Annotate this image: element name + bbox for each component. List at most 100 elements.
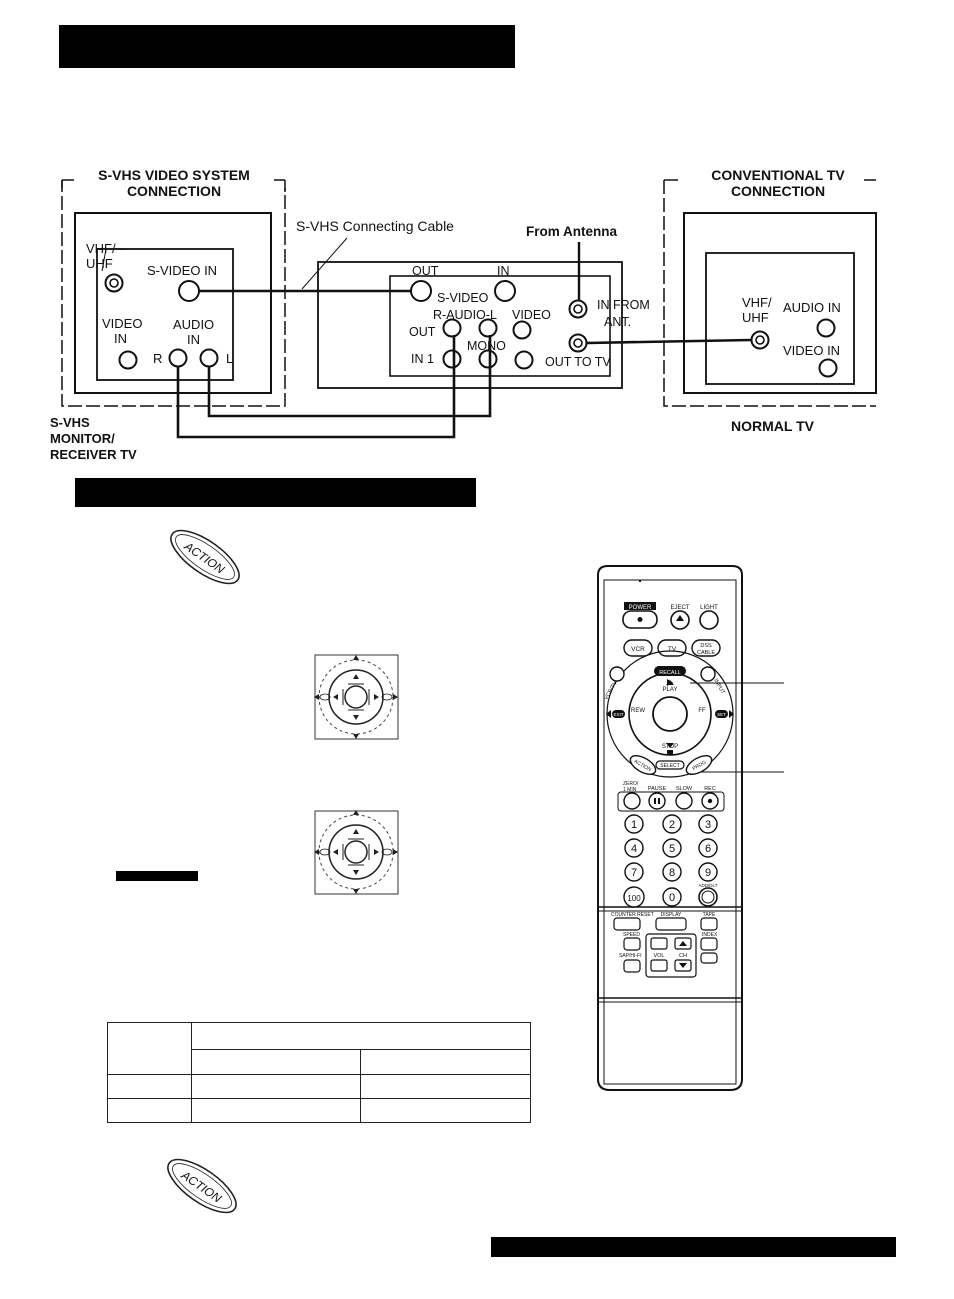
normal-tv-vhf-jack: [750, 330, 770, 350]
normal-tv-caption: NORMAL TV: [731, 418, 815, 434]
svhs-video-in-label-1: VIDEO: [102, 316, 142, 331]
remote-tv-label: TV: [668, 646, 677, 653]
remote-index-button: [700, 937, 718, 951]
remote-ch-label: CH: [679, 953, 687, 959]
remote-exit-label: EXIT: [613, 712, 623, 717]
vcr-audio-l-out-jack: [478, 318, 498, 338]
remote-number-label: 3: [705, 819, 711, 831]
remote-number-label: 0: [669, 892, 675, 904]
remote-vcrtv-button: [609, 666, 625, 682]
cables: [176, 289, 752, 439]
remote-number-label: 4: [631, 843, 637, 855]
remote-sap-button: [623, 959, 641, 973]
vcr-svideo-label: S-VIDEO: [437, 291, 489, 305]
svhs-cable-label: S-VHS Connecting Cable: [296, 218, 454, 234]
remote-input-button: [700, 666, 716, 682]
remote-dss-label-2: CABLE: [697, 650, 715, 656]
section-title-bar: [59, 25, 515, 68]
vcr-video-in-jack: [514, 350, 534, 370]
vcr-panel: [389, 275, 611, 377]
vcr-unit: OUT IN S-VIDEO R-AUDIO-L VIDEO OUT IN 1 …: [317, 261, 650, 389]
vcr-out2-label: OUT: [409, 325, 436, 339]
dpad-illustration-1: [313, 654, 399, 740]
remote-select-label: SELECT: [660, 763, 679, 769]
table-cell: [191, 1022, 531, 1050]
svhs-connection-group: S-VHS VIDEO SYSTEM CONNECTION VHF/ UHF S…: [50, 167, 286, 462]
svhs-tv-panel: [96, 248, 234, 381]
remote-dss-label-1: DSS: [700, 643, 712, 649]
table-row: [107, 1074, 531, 1099]
remote-number-label: 2: [669, 819, 675, 831]
small-label-bar: [116, 871, 198, 881]
remote-number-key: 100: [623, 886, 645, 908]
remote-set-label: SET: [717, 712, 726, 717]
remote-eject-label: EJECT: [670, 605, 689, 611]
remote-number-key: 2: [662, 814, 682, 834]
vcr-in-from-ant-2: ANT.: [604, 315, 631, 329]
svhs-tv-caption-3: RECEIVER TV: [50, 447, 137, 462]
table-cell: [191, 1098, 361, 1123]
remote-control: POWER EJECT LIGHT VCR TV DSS CABLE VCR/T…: [597, 565, 743, 1091]
remote-recall-button: [654, 666, 686, 676]
conventional-tv-group: CONVENTIONAL TV CONNECTION VHF/ UHF AUDI…: [663, 167, 877, 434]
vcr-out-label: OUT: [412, 264, 439, 278]
remote-number-label: 7: [631, 867, 637, 879]
vcr-svideo-out-jack: [410, 280, 432, 302]
remote-index-label: INDEX: [702, 932, 718, 938]
dpad-illustration-2: [313, 809, 399, 895]
remote-light-label: LIGHT: [700, 605, 718, 611]
remote-zero-label-2: 1 MIN: [623, 787, 637, 793]
table-cell: [360, 1049, 531, 1075]
remote-ff-label: FF: [698, 708, 706, 714]
vcr-outline: [317, 261, 623, 389]
action-badge-bottom: ACTION: [167, 1158, 237, 1214]
remote-add-dlt-label: ADD/DLT: [699, 883, 718, 888]
remote-rec-label: REC: [704, 786, 716, 792]
svhs-group-title-1: S-VHS VIDEO SYSTEM: [98, 167, 250, 183]
remote-number-label: 8: [669, 867, 675, 879]
remote-pause-label: PAUSE: [648, 786, 667, 792]
remote-zero-label-1: ZERO/: [623, 781, 639, 787]
remote-number-key: 0: [662, 887, 682, 907]
svhs-group-title-2: CONNECTION: [127, 183, 221, 199]
vcr-ant-in-jack: [568, 299, 588, 319]
remote-tape-button: [700, 917, 718, 931]
vcr-audio-l-in-jack: [478, 349, 498, 369]
svhs-video-in-jack: [118, 350, 138, 370]
remote-set-button: [715, 710, 728, 718]
normal-tv-audio-in: AUDIO IN: [783, 300, 841, 315]
remote-prog-button: [685, 755, 713, 775]
conv-group-title-1: CONVENTIONAL TV: [711, 167, 845, 183]
remote-power-label: [624, 602, 656, 610]
remote-number-key: 4: [624, 838, 644, 858]
footer-bar: [491, 1237, 896, 1257]
remote-counter-reset-button: [613, 917, 641, 931]
vcr-audio-r-out-jack: [442, 318, 462, 338]
table-row: [108, 1049, 531, 1075]
remote-vcr-label: VCR: [631, 646, 645, 653]
vcr-audio-r-in-jack: [442, 349, 462, 369]
remote-display-button: [655, 917, 687, 931]
normal-tv-panel: [705, 252, 855, 385]
table-cell: [107, 1074, 192, 1099]
normal-tv-audio-jack: [816, 318, 836, 338]
remote-number-label: 100: [627, 894, 641, 903]
subsection-title-bar: [75, 478, 476, 507]
normal-tv-vhf-1: VHF/: [742, 295, 772, 310]
vcr-svideo-in-jack: [494, 280, 516, 302]
from-antenna-label: From Antenna: [526, 224, 617, 239]
normal-tv-video-in: VIDEO IN: [783, 343, 840, 358]
remote-power-text: POWER: [629, 605, 652, 611]
remote-number-label: 5: [669, 843, 675, 855]
normal-tv-outline: [683, 212, 877, 394]
remote-number-key: 8: [662, 862, 682, 882]
remote-nav-center: [652, 696, 688, 732]
remote-tape-label: TAPE: [703, 912, 716, 918]
vcr-raudiol-label: R-AUDIO-L: [433, 308, 497, 322]
remote-select-button: [655, 760, 685, 770]
remote-transport-strip: [617, 791, 725, 812]
remote-number-label: 6: [705, 843, 711, 855]
svhs-svideo-in-label: S-VIDEO IN: [147, 263, 217, 278]
table-cell: [360, 1098, 531, 1123]
